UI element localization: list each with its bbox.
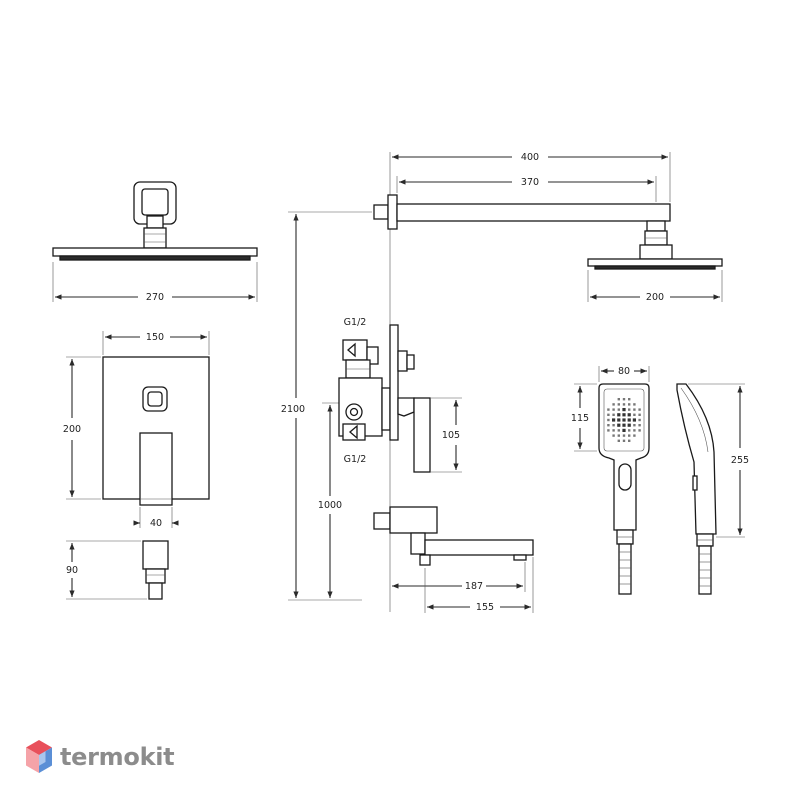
nozzle [638, 413, 641, 416]
dim-label-150: 150 [146, 332, 164, 343]
nozzle [622, 418, 626, 422]
nozzle [607, 408, 610, 411]
nozzle [612, 408, 615, 411]
dim-spout-reach: 187 [392, 562, 526, 592]
hand-shower-side [676, 383, 717, 595]
hand-shower-front [598, 383, 650, 595]
thread-label-top: G1/2 [344, 317, 367, 328]
nozzle [617, 418, 621, 422]
dim-depth: 90 [66, 540, 147, 600]
nozzle [633, 413, 636, 416]
nozzle [612, 418, 616, 422]
brand-watermark: termokit [24, 737, 175, 777]
nozzle [633, 408, 636, 411]
dim-hand-length: 255 [688, 383, 749, 538]
nozzle [622, 428, 626, 432]
nozzle [627, 423, 631, 427]
nozzle [622, 439, 626, 442]
nozzle [633, 429, 636, 432]
nozzle [628, 403, 631, 406]
nozzle [612, 413, 615, 416]
dim-label-1000: 1000 [318, 500, 342, 511]
nozzle [617, 423, 621, 427]
brand-logo-icon [26, 740, 52, 773]
nozzle [633, 434, 636, 437]
dim-plate-height: 200 [63, 356, 101, 500]
nozzle [628, 408, 631, 411]
dim-label-255: 255 [731, 455, 749, 466]
nozzle [612, 403, 615, 406]
nozzle [612, 434, 615, 437]
nozzle [612, 429, 615, 432]
nozzle [633, 424, 636, 427]
dim-label-115: 115 [571, 413, 589, 424]
dim-lever-width: 40 [133, 507, 179, 529]
nozzle [617, 429, 620, 432]
dim-label-105: 105 [442, 430, 460, 441]
nozzle [617, 434, 620, 437]
nozzle [633, 403, 636, 406]
nozzle [622, 403, 626, 406]
dim-label-155: 155 [476, 602, 494, 613]
nozzle [617, 398, 620, 401]
nozzle [627, 418, 631, 422]
nozzle [617, 413, 621, 417]
nozzle [638, 408, 641, 411]
shower-arm [373, 194, 723, 270]
dim-label-80: 80 [618, 366, 630, 377]
dim-label-200-head: 200 [646, 292, 664, 303]
nozzle [607, 418, 610, 422]
nozzle [638, 429, 641, 432]
bath-spout [373, 506, 534, 566]
nozzle [628, 429, 631, 432]
dim-plate-width: 150 [102, 331, 210, 355]
dim-hand-head: 115 [571, 383, 597, 452]
nozzle [607, 429, 610, 432]
mixer-body-side [338, 324, 431, 473]
nozzle [622, 398, 626, 401]
nozzle [628, 439, 631, 442]
nozzle [612, 424, 615, 427]
nozzle [622, 423, 626, 427]
dim-label-187: 187 [465, 581, 483, 592]
nozzle [622, 408, 626, 412]
dim-arm-length: 370 [396, 176, 657, 202]
dim-height-overall: 2100 [281, 211, 372, 601]
lever-side-view [142, 540, 169, 600]
dim-label-200: 200 [63, 424, 81, 435]
dim-label-400: 400 [521, 152, 539, 163]
nozzle [627, 413, 631, 417]
dim-head-small-width: 200 [587, 270, 723, 303]
nozzle [622, 413, 626, 417]
nozzle [628, 434, 631, 437]
shower-head-large [52, 181, 258, 261]
nozzle [617, 408, 620, 411]
dim-mixer-height: 105 [430, 397, 462, 473]
dim-height-mixer: 1000 [318, 402, 342, 598]
dim-hand-width: 80 [598, 366, 650, 382]
nozzle [622, 434, 626, 437]
nozzle [628, 398, 631, 401]
nozzle [632, 418, 636, 422]
dim-label-40: 40 [150, 518, 162, 529]
nozzle-grid [607, 398, 641, 442]
nozzle [638, 424, 641, 427]
nozzle [638, 418, 641, 422]
dim-head-large-width: 270 [52, 262, 258, 303]
dim-label-270: 270 [146, 292, 164, 303]
wall-plate [102, 356, 210, 506]
nozzle [607, 413, 610, 416]
brand-name: termokit [60, 743, 175, 771]
dim-arm-overall: 400 [389, 152, 671, 202]
dim-label-2100: 2100 [281, 404, 305, 415]
thread-label-bottom: G1/2 [344, 454, 367, 465]
dim-label-90: 90 [66, 565, 78, 576]
dim-label-370: 370 [521, 177, 539, 188]
nozzle [607, 424, 610, 427]
dim-spout-length: 155 [424, 557, 534, 613]
nozzle [617, 403, 620, 406]
nozzle [617, 439, 620, 442]
